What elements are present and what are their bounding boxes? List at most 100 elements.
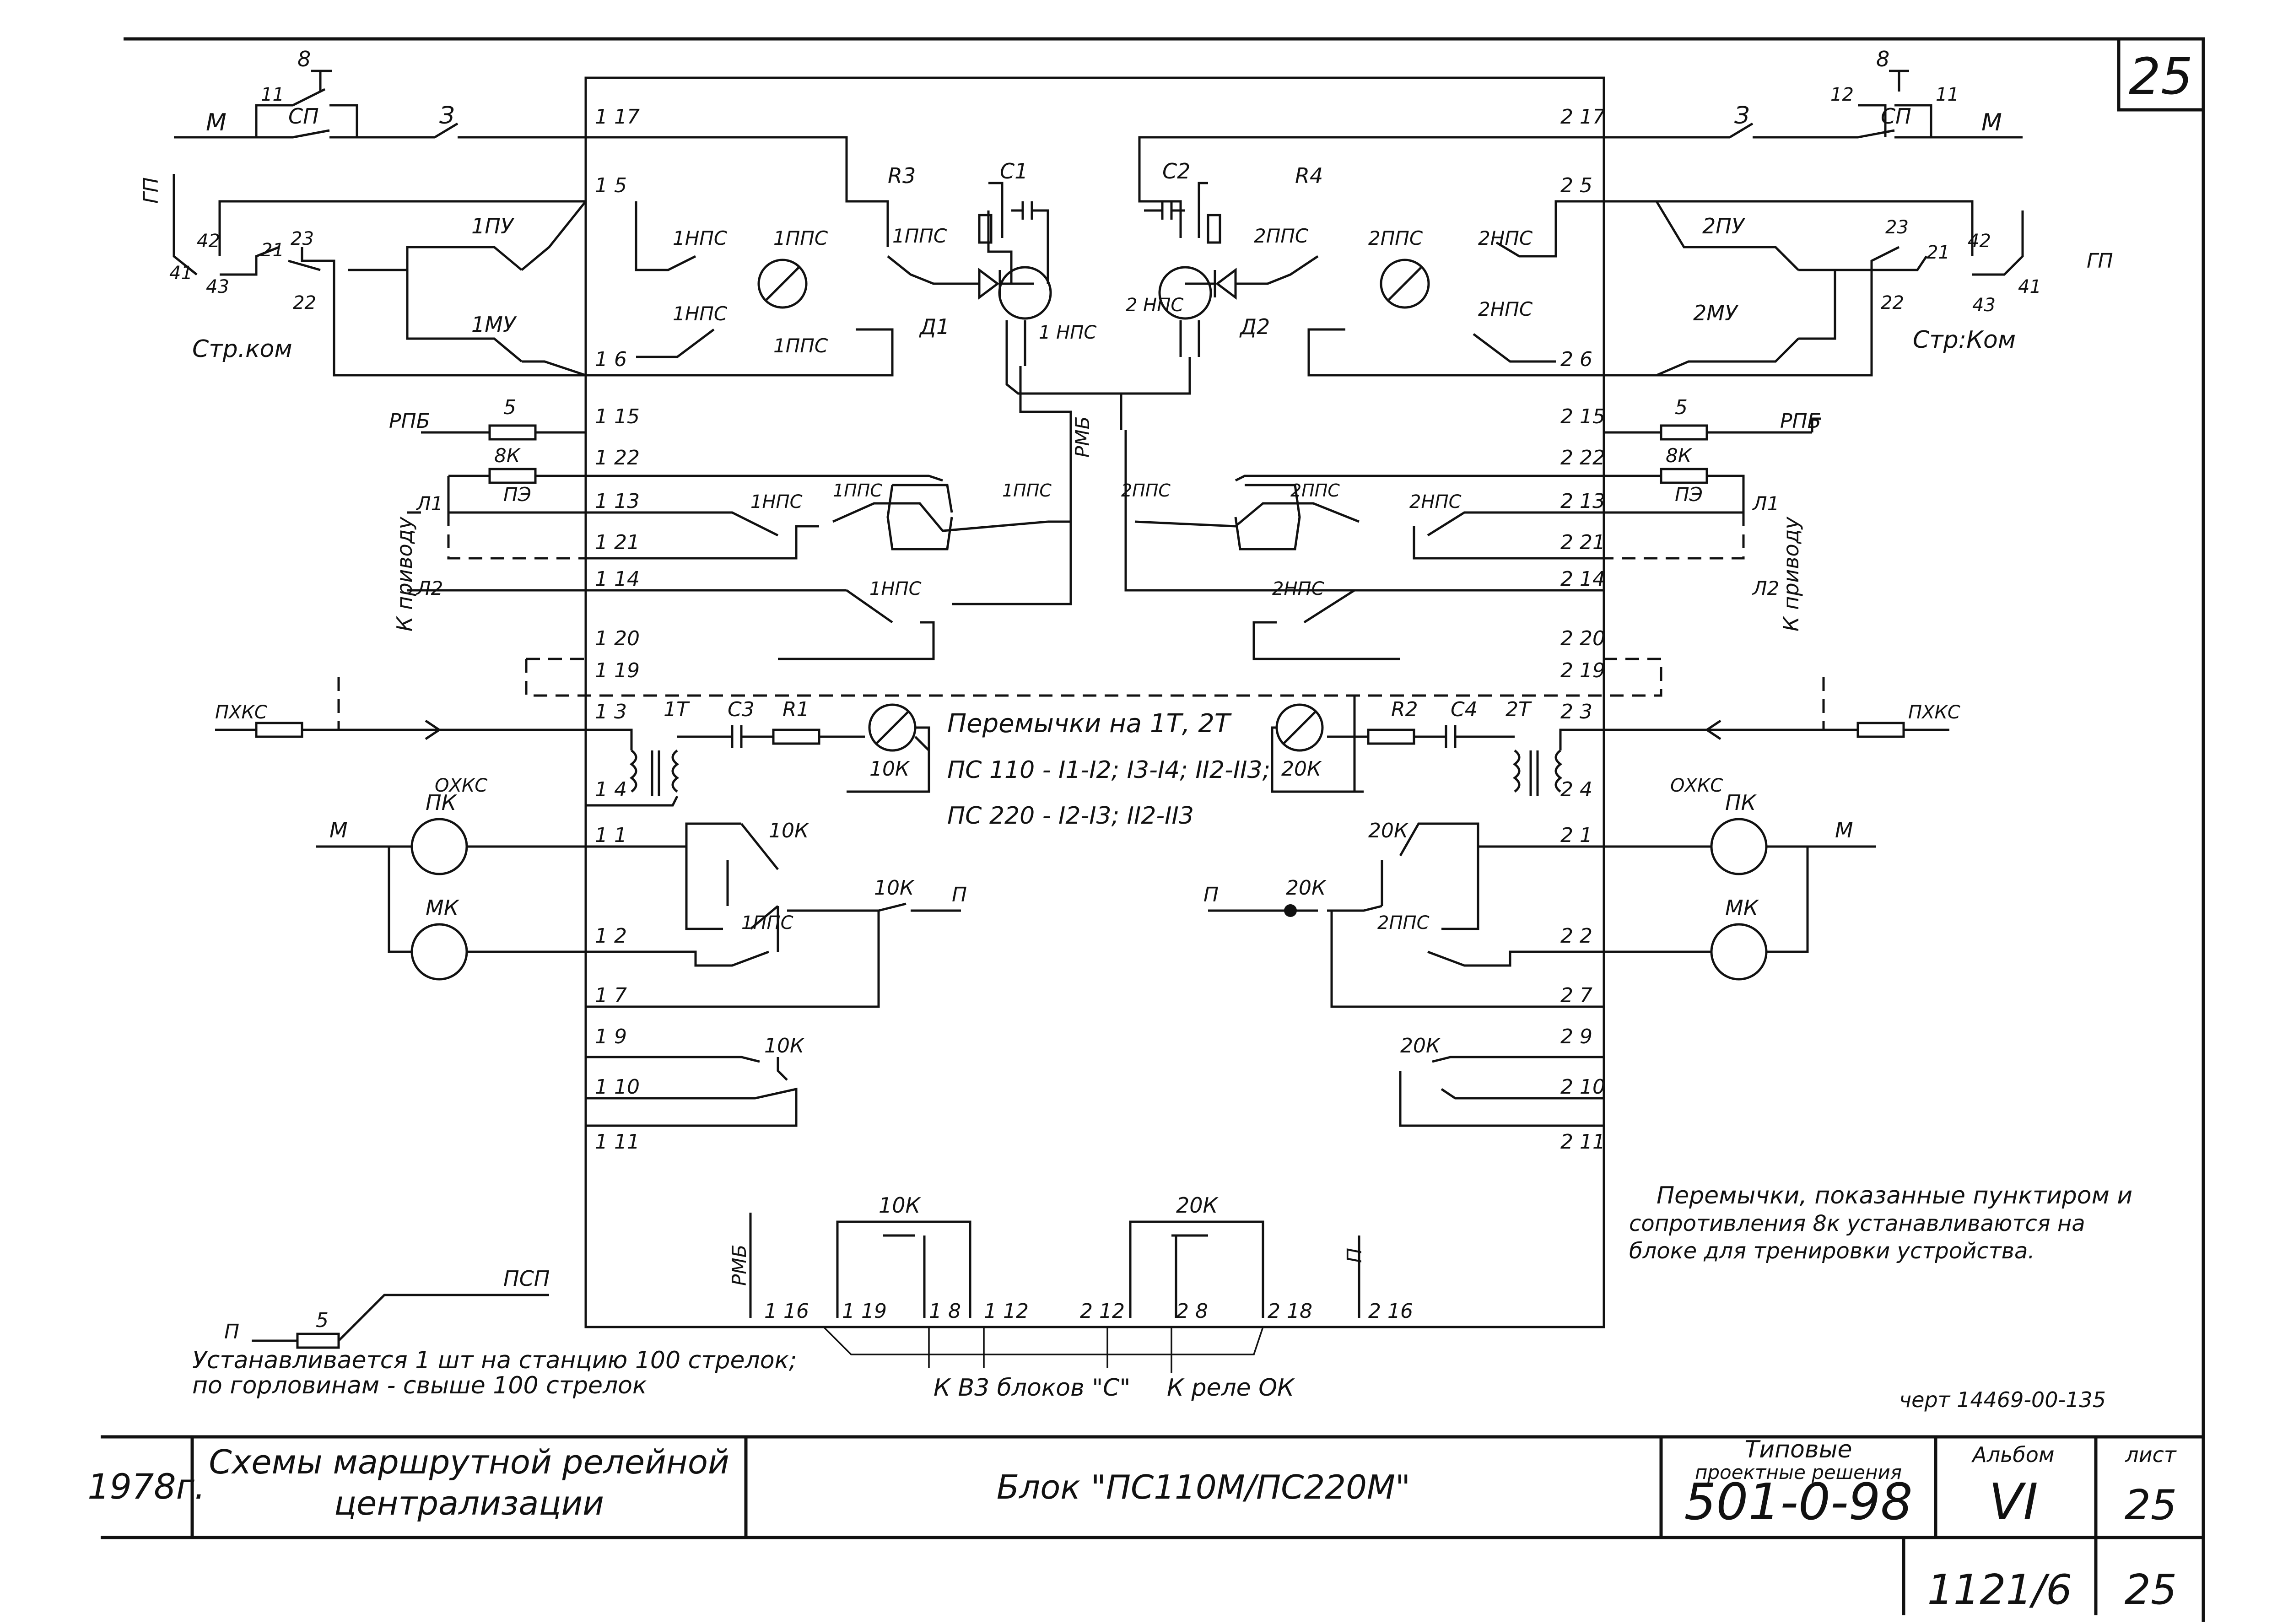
label-m-right: М — [1981, 109, 2002, 136]
title-year: 1978г. — [87, 1466, 205, 1507]
pin-left-9: 1 19 — [595, 659, 640, 682]
label-c3: C3 — [728, 698, 755, 721]
label-rmb-center: РМБ — [1071, 416, 1094, 458]
label-c1: C1 — [1000, 159, 1028, 183]
title-block: 25 1978г. Схемы маршрутной релейной цент… — [87, 47, 2193, 1614]
label-42-left: 42 — [197, 231, 220, 252]
label-sp-left: СП — [288, 104, 319, 129]
pin-left-4: 1 22 — [595, 446, 640, 469]
bottom-sheet: 25 — [2125, 1566, 2177, 1614]
title-line-1: Схемы маршрутной релейной — [209, 1443, 729, 1481]
label-2mu: 2МУ — [1693, 301, 1739, 325]
label-mk-left: МК — [426, 896, 460, 920]
label-r2: R2 — [1391, 698, 1418, 721]
label-d2: Д2 — [1239, 314, 1270, 339]
typical-line-1: Типовые — [1744, 1436, 1852, 1463]
label-2nps-mid: 2НПС — [1409, 491, 1462, 513]
label-sp-right: СП — [1881, 104, 1911, 129]
label-l1-right: Л1 — [1752, 492, 1779, 515]
label-r3: R3 — [888, 163, 916, 188]
pk-mk-circuit: М ПК МК 10К 1ППС 10К П ПК МК М 20К 2ППС … — [316, 790, 1876, 1008]
installation-note: Устанавливается 1 шт на станцию 100 стре… — [192, 1347, 1295, 1402]
label-20k-coil: 20К — [1281, 757, 1322, 781]
label-1nps-b: 1НПС — [673, 302, 728, 325]
label-1pps-pk: 1ППС — [741, 912, 793, 933]
album-value: VI — [1989, 1473, 2038, 1531]
label-43-right: 43 — [1972, 295, 1996, 316]
label-43-left: 43 — [206, 276, 229, 297]
label-d1: Д1 — [919, 314, 950, 339]
pin-left-13: 1 2 — [595, 924, 627, 948]
pin-left-17: 1 11 — [595, 1130, 640, 1154]
label-1pps-mid-b: 1ППС — [1002, 480, 1052, 501]
label-r1: R1 — [782, 698, 809, 721]
label-p-psp: П — [224, 1320, 239, 1343]
pin-bottom-1: 1 19 — [842, 1300, 887, 1323]
label-1pu: 1ПУ — [471, 214, 515, 238]
k-contacts: 10К 20К — [586, 1034, 1604, 1127]
bottom-label-k-rele: К реле ОК — [1167, 1374, 1295, 1402]
title-line-2: централизации — [334, 1484, 604, 1522]
label-1pps-mid-a: 1ППС — [833, 480, 882, 501]
label-8-left: 8 — [297, 47, 311, 71]
label-2pps-mid-a: 2ППС — [1121, 480, 1171, 501]
label-pe-right: ПЭ — [1675, 483, 1703, 506]
pin-bottom-0: 1 16 — [764, 1300, 809, 1323]
pin-left-16: 1 10 — [595, 1075, 640, 1099]
label-psp: ПСП — [503, 1266, 550, 1291]
pin-left-11: 1 4 — [595, 778, 627, 801]
polarity-relay-circuit: 1НПС 1ППС 1НПС 1ППС 1ППС R3 C1 Д1 1 НПС … — [586, 136, 1604, 458]
label-str-kom-right: Стр:Ком — [1913, 326, 2016, 354]
label-5-psp: 5 — [316, 1309, 329, 1332]
pin-right-0: 2 17 — [1560, 105, 1605, 129]
relay-coil-1pps — [757, 259, 808, 309]
label-10k-coil: 10К — [869, 757, 910, 781]
jumper-note-line-3: ПС 220 - I2-I3; II2-II3 — [947, 802, 1194, 830]
pin-right-6: 2 21 — [1560, 531, 1605, 554]
label-8-right: 8 — [1876, 47, 1889, 71]
label-2nps-b: 2НПС — [1478, 298, 1533, 320]
label-pk-right: ПК — [1725, 790, 1757, 815]
label-okhks-right: ОХКС — [1670, 775, 1723, 796]
psp-fuse: П 5 ПСП — [224, 1266, 550, 1349]
pin-right-2: 2 6 — [1560, 348, 1592, 371]
jumper-note-line-1: Перемычки на 1Т, 2Т — [947, 709, 1232, 739]
pin-bottom-5: 2 8 — [1176, 1300, 1208, 1323]
relay-coil-mk-left — [410, 923, 468, 981]
label-10k-c: 10К — [764, 1034, 805, 1057]
label-2nps-a: 2НПС — [1478, 227, 1533, 249]
label-2pps-pk: 2ППС — [1377, 912, 1430, 933]
pin-right-3: 2 15 — [1560, 405, 1605, 428]
pin-bottom-6: 2 18 — [1268, 1300, 1312, 1323]
label-p-bottom: П — [1343, 1248, 1366, 1263]
resistor-r4 — [1207, 214, 1221, 244]
label-21-right: 21 — [1926, 242, 1950, 263]
label-okhks-left: ОХКС — [435, 775, 487, 796]
label-1nps-low: 1НПС — [869, 578, 922, 599]
sheet-value: 25 — [2125, 1481, 2177, 1529]
point-drive-circuit: РПБ 5 8К ПЭ Л1 Л2 К приводу 1НПС 1ППС 1П… — [389, 366, 1821, 697]
pin-left-5: 1 13 — [595, 490, 640, 513]
pin-bottom-3: 1 12 — [984, 1300, 1029, 1323]
pin-right-15: 2 9 — [1560, 1025, 1592, 1048]
label-c2: C2 — [1162, 159, 1190, 183]
jumper-note: Перемычки на 1Т, 2Т ПС 110 - I1-I2; I3-I… — [947, 709, 1270, 830]
label-2pps-mid-b: 2ППС — [1290, 480, 1340, 501]
label-p-right: П — [1203, 883, 1219, 906]
bottom-label-k-v3: К В3 блоков "С" — [934, 1374, 1130, 1402]
label-gp-right: ГП — [2087, 249, 2113, 273]
diode-d2 — [1215, 268, 1237, 300]
label-m-left: М — [206, 109, 227, 136]
sheet-label: лист — [2125, 1442, 2177, 1467]
pin-right-16: 2 10 — [1560, 1075, 1605, 1099]
label-pkhks-left: ПХКС — [215, 702, 267, 723]
label-21-left: 21 — [261, 240, 284, 261]
label-42-right: 42 — [1968, 231, 1991, 252]
label-5-right: 5 — [1675, 396, 1688, 419]
label-c4: C4 — [1451, 698, 1478, 721]
label-rpb-left: РПБ — [389, 410, 430, 433]
pin-right-14: 2 7 — [1560, 984, 1592, 1007]
left-switch-circuit: ГП 41 42 43 23 21 22 Стр.ком 1ПУ 1МУ — [140, 174, 587, 377]
label-10k-b: 10К — [874, 876, 915, 900]
relay-coil-pk-left — [410, 818, 468, 875]
